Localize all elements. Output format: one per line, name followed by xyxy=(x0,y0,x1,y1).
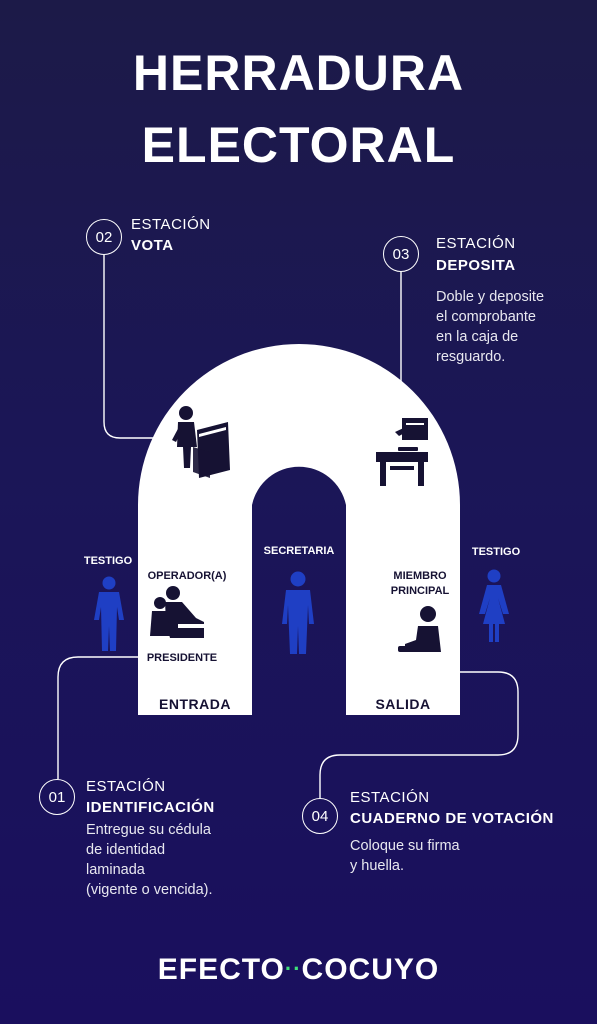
footer-logo: EFECTO··COCUYO xyxy=(0,953,597,987)
person-icon-testigo-right xyxy=(479,569,509,642)
role-testigo-right: TESTIGO xyxy=(471,546,521,558)
role-miembro-line-1: MIEMBRO xyxy=(393,570,447,582)
person-icon-testigo-left xyxy=(94,576,124,651)
person-icon-secretaria xyxy=(282,571,314,654)
station-04-description: Coloque su firma y huella. xyxy=(350,836,460,876)
title-line-1: HERRADURA xyxy=(132,45,465,101)
role-operador: OPERADOR(A) xyxy=(147,570,227,582)
station-02-badge: 02 xyxy=(86,219,122,255)
station-01-label: ESTACIÓN xyxy=(86,778,166,795)
operator-icon xyxy=(150,586,204,638)
station-03-name: DEPOSITA xyxy=(436,257,516,274)
station-03-desc-line: el comprobante xyxy=(436,309,536,325)
member-icon xyxy=(398,606,441,652)
station-01-badge: 01 xyxy=(39,779,75,815)
station-01-desc-line: de identidad xyxy=(86,842,166,858)
logo-dots: ·· xyxy=(284,956,302,981)
voter-booth-icon xyxy=(172,406,230,478)
station-02-name: VOTA xyxy=(131,237,174,254)
door-entrada: ENTRADA xyxy=(159,696,231,712)
station-04-desc-line: y huella. xyxy=(350,858,405,874)
role-secretaria: SECRETARIA xyxy=(263,545,335,557)
station-04-name: CUADERNO DE VOTACIÓN xyxy=(350,810,554,827)
station-01-name: IDENTIFICACIÓN xyxy=(86,799,215,816)
station-01-description: Entregue su cédula de identidad laminada… xyxy=(86,820,213,900)
role-testigo-left: TESTIGO xyxy=(83,555,133,567)
ballot-box-icon xyxy=(376,418,428,486)
station-04-label: ESTACIÓN xyxy=(350,789,430,806)
station-03-label: ESTACIÓN xyxy=(436,235,516,252)
station-01-desc-line: (vigente o vencida). xyxy=(86,882,213,898)
station-02-label: ESTACIÓN xyxy=(131,216,211,233)
station-03-description: Doble y deposite el comprobante en la ca… xyxy=(436,287,544,367)
role-presidente: PRESIDENTE xyxy=(146,652,218,664)
logo-text-right: COCUYO xyxy=(301,953,440,986)
station-04-badge: 04 xyxy=(302,798,338,834)
station-03-badge: 03 xyxy=(383,236,419,272)
connector-line-04 xyxy=(319,671,519,798)
station-01-desc-line: laminada xyxy=(86,862,145,878)
station-01-desc-line: Entregue su cédula xyxy=(86,822,211,838)
connector-line-01 xyxy=(57,656,138,779)
station-03-desc-line: resguardo. xyxy=(436,349,506,365)
station-04-desc-line: Coloque su firma xyxy=(350,838,460,854)
logo-text-left: EFECTO xyxy=(157,953,285,986)
station-03-desc-line: Doble y deposite xyxy=(436,289,545,305)
title-line-2: ELECTORAL xyxy=(141,117,456,173)
door-salida: SALIDA xyxy=(375,696,431,712)
role-miembro-line-2: PRINCIPAL xyxy=(390,585,450,597)
station-03-desc-line: en la caja de xyxy=(436,329,519,345)
connector-line-02 xyxy=(103,255,160,439)
